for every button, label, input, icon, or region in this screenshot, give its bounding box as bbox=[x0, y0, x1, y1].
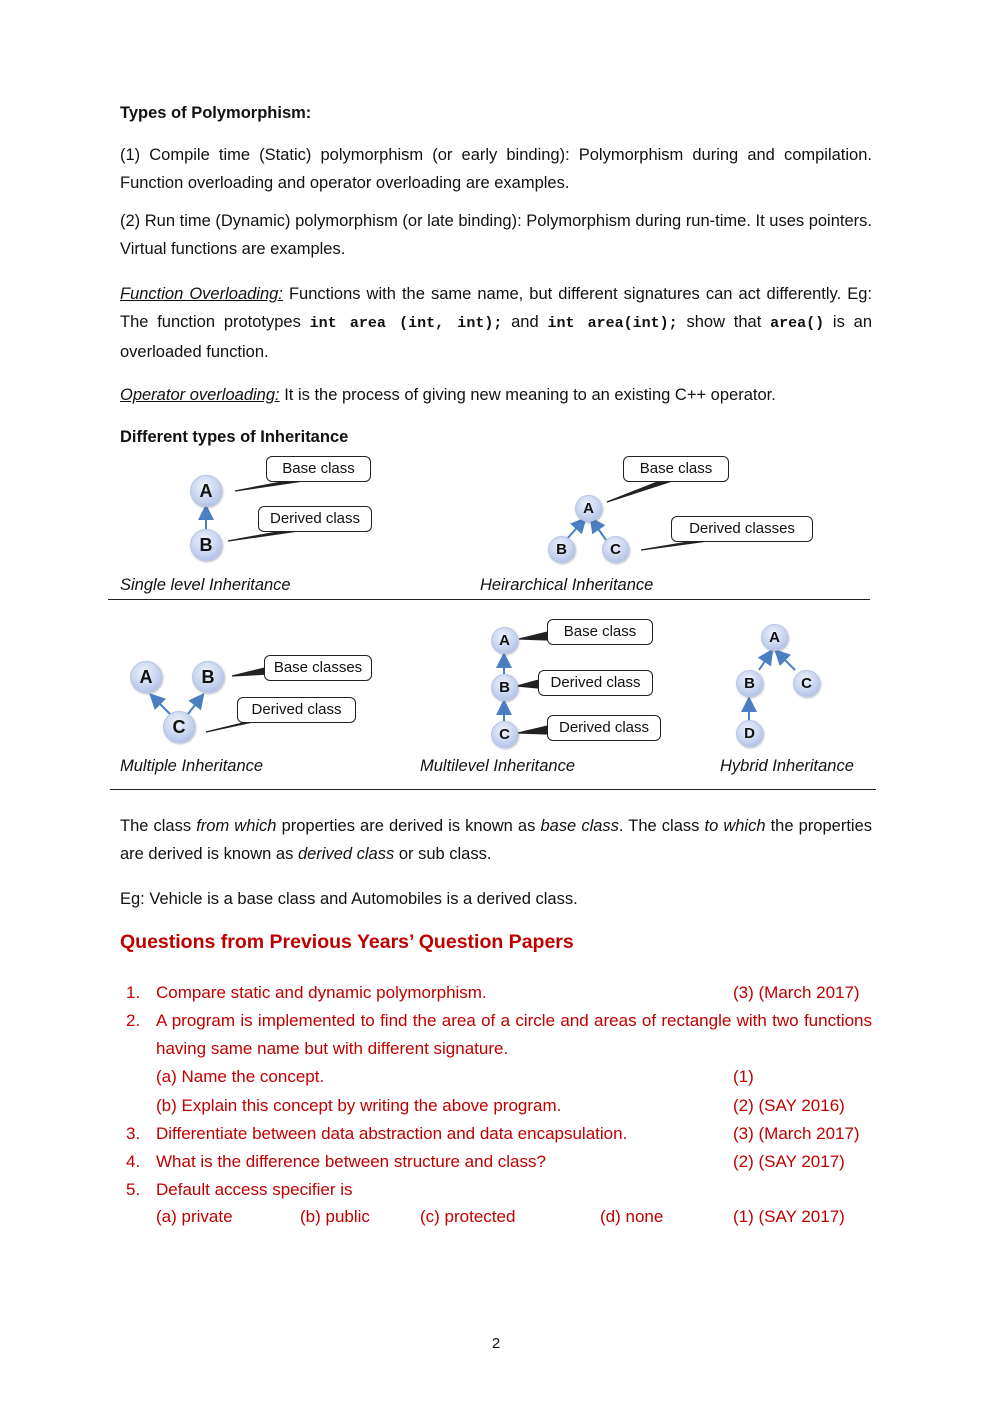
operator-overloading-paragraph: Operator overloading: It is the process … bbox=[120, 381, 872, 409]
base-classes-callout: Base classes bbox=[264, 655, 372, 681]
code-prototype-1: int area (int, int); bbox=[309, 315, 503, 332]
sub-question-text: (a) Name the concept. bbox=[156, 1067, 325, 1086]
def-text: . The class bbox=[618, 817, 705, 835]
question-marks: (3) (March 2017) bbox=[733, 983, 860, 1002]
question-marks: (2) (SAY 2016) bbox=[733, 1096, 845, 1115]
option-c: (c) protected bbox=[420, 1207, 516, 1226]
option-d: (d) none bbox=[600, 1207, 664, 1226]
node-b: B bbox=[736, 670, 763, 697]
def-text: or sub class. bbox=[394, 845, 492, 863]
question-marks: (1) bbox=[733, 1067, 754, 1086]
derived-class-callout: Derived class bbox=[258, 506, 372, 532]
def-emphasis: to which bbox=[704, 817, 766, 835]
derived-classes-callout: Derived classes bbox=[671, 516, 813, 542]
question-marks: (3) (March 2017) bbox=[733, 1124, 860, 1143]
fo-text: show that bbox=[677, 313, 771, 331]
function-overloading-paragraph: Function Overloading: Functions with the… bbox=[120, 280, 872, 366]
question-number: 4. bbox=[126, 1152, 141, 1171]
question-number: 3. bbox=[126, 1124, 141, 1143]
sub-question-text: (b) Explain this concept by writing the … bbox=[156, 1096, 562, 1115]
question-marks: (2) (SAY 2017) bbox=[733, 1152, 845, 1171]
question-text: Default access specifier is bbox=[156, 1180, 353, 1199]
node-c: C bbox=[602, 536, 629, 563]
divider bbox=[108, 599, 870, 600]
question-text: Differentiate between data abstraction a… bbox=[156, 1124, 628, 1143]
code-prototype-2: int area(int); bbox=[547, 315, 678, 332]
option-b: (b) public bbox=[300, 1207, 370, 1226]
polymorphism-heading: Types of Polymorphism: bbox=[120, 104, 312, 122]
single-inheritance-caption: Single level Inheritance bbox=[120, 576, 291, 594]
hierarchical-inheritance-caption: Heirarchical Inheritance bbox=[480, 576, 654, 594]
question-number: 2. bbox=[126, 1011, 141, 1030]
node-b: B bbox=[192, 661, 224, 693]
node-b: B bbox=[190, 529, 222, 561]
inheritance-heading: Different types of Inheritance bbox=[120, 428, 349, 446]
base-class-callout: Base class bbox=[547, 619, 653, 645]
page-number: 2 bbox=[491, 1335, 501, 1352]
fo-text: and bbox=[502, 313, 548, 331]
compile-time-polymorphism: (1) Compile time (Static) polymorphism (… bbox=[120, 146, 872, 192]
divider bbox=[110, 789, 876, 790]
node-a: A bbox=[575, 495, 602, 522]
def-emphasis: from which bbox=[196, 817, 277, 835]
node-a: A bbox=[761, 624, 788, 651]
def-text: the properties are derived is known as bbox=[120, 817, 872, 863]
question-marks: (1) (SAY 2017) bbox=[733, 1207, 845, 1226]
base-class-callout: Base class bbox=[266, 456, 371, 482]
derived-class-callout: Derived class bbox=[547, 715, 661, 741]
question-number: 1. bbox=[126, 983, 141, 1002]
diagram-connectors bbox=[149, 479, 796, 735]
node-c: C bbox=[491, 721, 518, 748]
base-class-callout: Base class bbox=[623, 456, 729, 482]
multilevel-inheritance-caption: Multilevel Inheritance bbox=[420, 757, 575, 775]
oo-text: It is the process of giving new meaning … bbox=[279, 386, 776, 404]
base-derived-definition: The class from which properties are deri… bbox=[120, 812, 872, 868]
example-text: Eg: Vehicle is a base class and Automobi… bbox=[120, 890, 578, 908]
hybrid-inheritance-caption: Hybrid Inheritance bbox=[720, 757, 854, 775]
function-overloading-term: Function Overloading: bbox=[120, 285, 283, 303]
derived-class-callout: Derived class bbox=[538, 670, 653, 696]
node-b: B bbox=[548, 536, 575, 563]
run-time-polymorphism: (2) Run time (Dynamic) polymorphism (or … bbox=[120, 212, 872, 258]
node-b: B bbox=[491, 674, 518, 701]
node-c: C bbox=[163, 711, 195, 743]
question-text: Compare static and dynamic polymorphism. bbox=[156, 983, 487, 1002]
operator-overloading-term: Operator overloading: bbox=[120, 386, 280, 404]
code-area: area() bbox=[770, 315, 825, 332]
def-emphasis: base class bbox=[540, 817, 619, 835]
question-number: 5. bbox=[126, 1180, 141, 1199]
node-c: C bbox=[793, 670, 820, 697]
node-a: A bbox=[190, 475, 222, 507]
option-a: (a) private bbox=[156, 1207, 233, 1226]
fo-text: Functions with the same name, but differ… bbox=[120, 285, 872, 331]
def-text: The class bbox=[120, 817, 197, 835]
question-text: A program is implemented to find the are… bbox=[156, 1011, 872, 1058]
question-text: What is the difference between structure… bbox=[156, 1152, 546, 1171]
questions-heading: Questions from Previous Years’ Question … bbox=[120, 931, 574, 953]
fo-text: is an overloaded function. bbox=[120, 313, 872, 361]
def-text: properties are derived is known as bbox=[276, 817, 541, 835]
multiple-inheritance-caption: Multiple Inheritance bbox=[120, 757, 264, 775]
derived-class-callout: Derived class bbox=[237, 697, 356, 723]
node-a: A bbox=[130, 661, 162, 693]
def-emphasis: derived class bbox=[297, 845, 395, 863]
node-d: D bbox=[736, 720, 763, 747]
node-a: A bbox=[491, 627, 518, 654]
